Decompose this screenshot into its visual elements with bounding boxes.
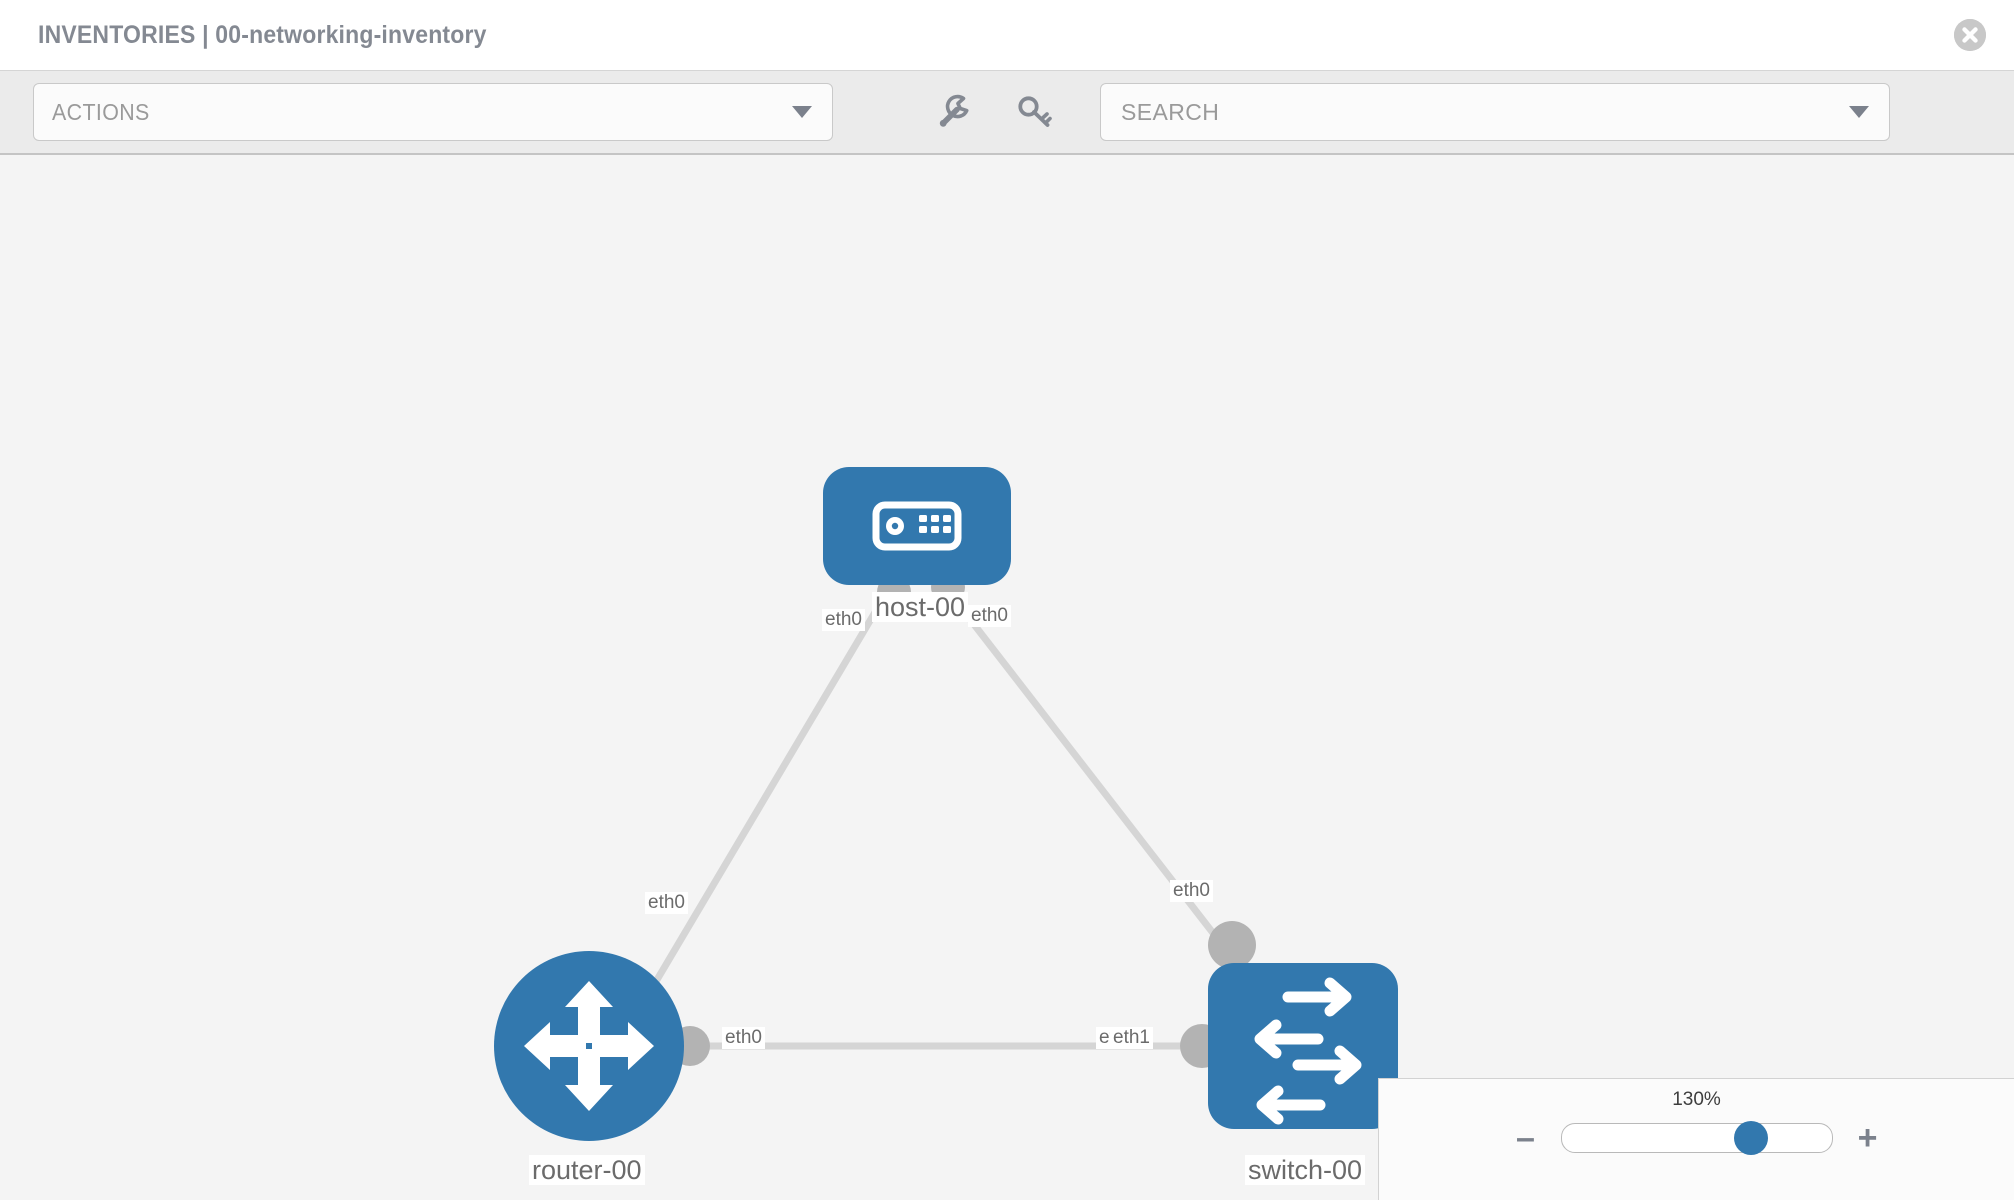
node-label-host-00: host-00 bbox=[872, 592, 969, 623]
router-arrows-icon bbox=[524, 981, 654, 1111]
zoom-in-button[interactable]: + bbox=[1857, 1119, 1878, 1157]
key-icon bbox=[1018, 96, 1052, 127]
link-host00-router00[interactable] bbox=[641, 585, 894, 1002]
iface-label-switch00-eth1: eth1 bbox=[1110, 1027, 1153, 1049]
page-title: INVENTORIES | 00-networking-inventory bbox=[38, 20, 487, 49]
close-icon bbox=[1954, 19, 1986, 51]
node-host-00[interactable] bbox=[823, 467, 1011, 585]
search-input[interactable] bbox=[1119, 97, 1800, 127]
connector-switch00-topleft[interactable] bbox=[1208, 921, 1256, 969]
node-switch-00[interactable] bbox=[1208, 963, 1398, 1129]
key-button[interactable] bbox=[1013, 91, 1055, 133]
iface-label-router00-eth0-uplink: eth0 bbox=[645, 892, 688, 914]
wrench-icon bbox=[939, 94, 969, 127]
app-header: INVENTORIES | 00-networking-inventory bbox=[0, 0, 2014, 70]
toolbar-icon-group bbox=[933, 91, 1055, 133]
iface-label-host00-eth0-right: eth0 bbox=[968, 605, 1011, 627]
actions-dropdown[interactable]: ACTIONS bbox=[33, 83, 833, 141]
connector-group bbox=[670, 570, 1256, 1068]
zoom-slider-row: – + bbox=[1511, 1121, 1883, 1155]
actions-dropdown-label: ACTIONS bbox=[52, 98, 150, 125]
iface-label-switch00-eth0-uplink: eth0 bbox=[1170, 880, 1213, 902]
server-icon bbox=[872, 501, 962, 551]
search-chevron-down-icon[interactable] bbox=[1849, 106, 1869, 118]
toolbar: ACTIONS bbox=[0, 70, 2014, 155]
switch-arrows-icon bbox=[1254, 977, 1362, 1125]
zoom-slider-thumb[interactable] bbox=[1733, 1121, 1768, 1155]
topology-canvas[interactable]: host-00 router-00 switch-00 eth0 eth0 et… bbox=[0, 155, 2014, 1200]
iface-label-host00-eth0-left: eth0 bbox=[822, 609, 865, 631]
zoom-out-button[interactable]: – bbox=[1516, 1119, 1535, 1157]
close-button[interactable] bbox=[1954, 19, 1986, 51]
topology-graph bbox=[494, 467, 1398, 1141]
zoom-slider-track[interactable] bbox=[1560, 1121, 1833, 1155]
zoom-level-label: 130% bbox=[1672, 1089, 1721, 1110]
zoom-control-panel: 130% – + bbox=[1378, 1078, 2014, 1200]
iface-label-router00-eth0: eth0 bbox=[722, 1027, 765, 1049]
node-label-router-00: router-00 bbox=[529, 1155, 645, 1186]
node-label-switch-00: switch-00 bbox=[1245, 1155, 1366, 1186]
wrench-button[interactable] bbox=[933, 91, 975, 133]
chevron-down-icon bbox=[792, 106, 812, 118]
node-router-00[interactable] bbox=[494, 951, 684, 1141]
search-field[interactable] bbox=[1100, 83, 1890, 141]
link-group bbox=[641, 584, 1233, 1050]
